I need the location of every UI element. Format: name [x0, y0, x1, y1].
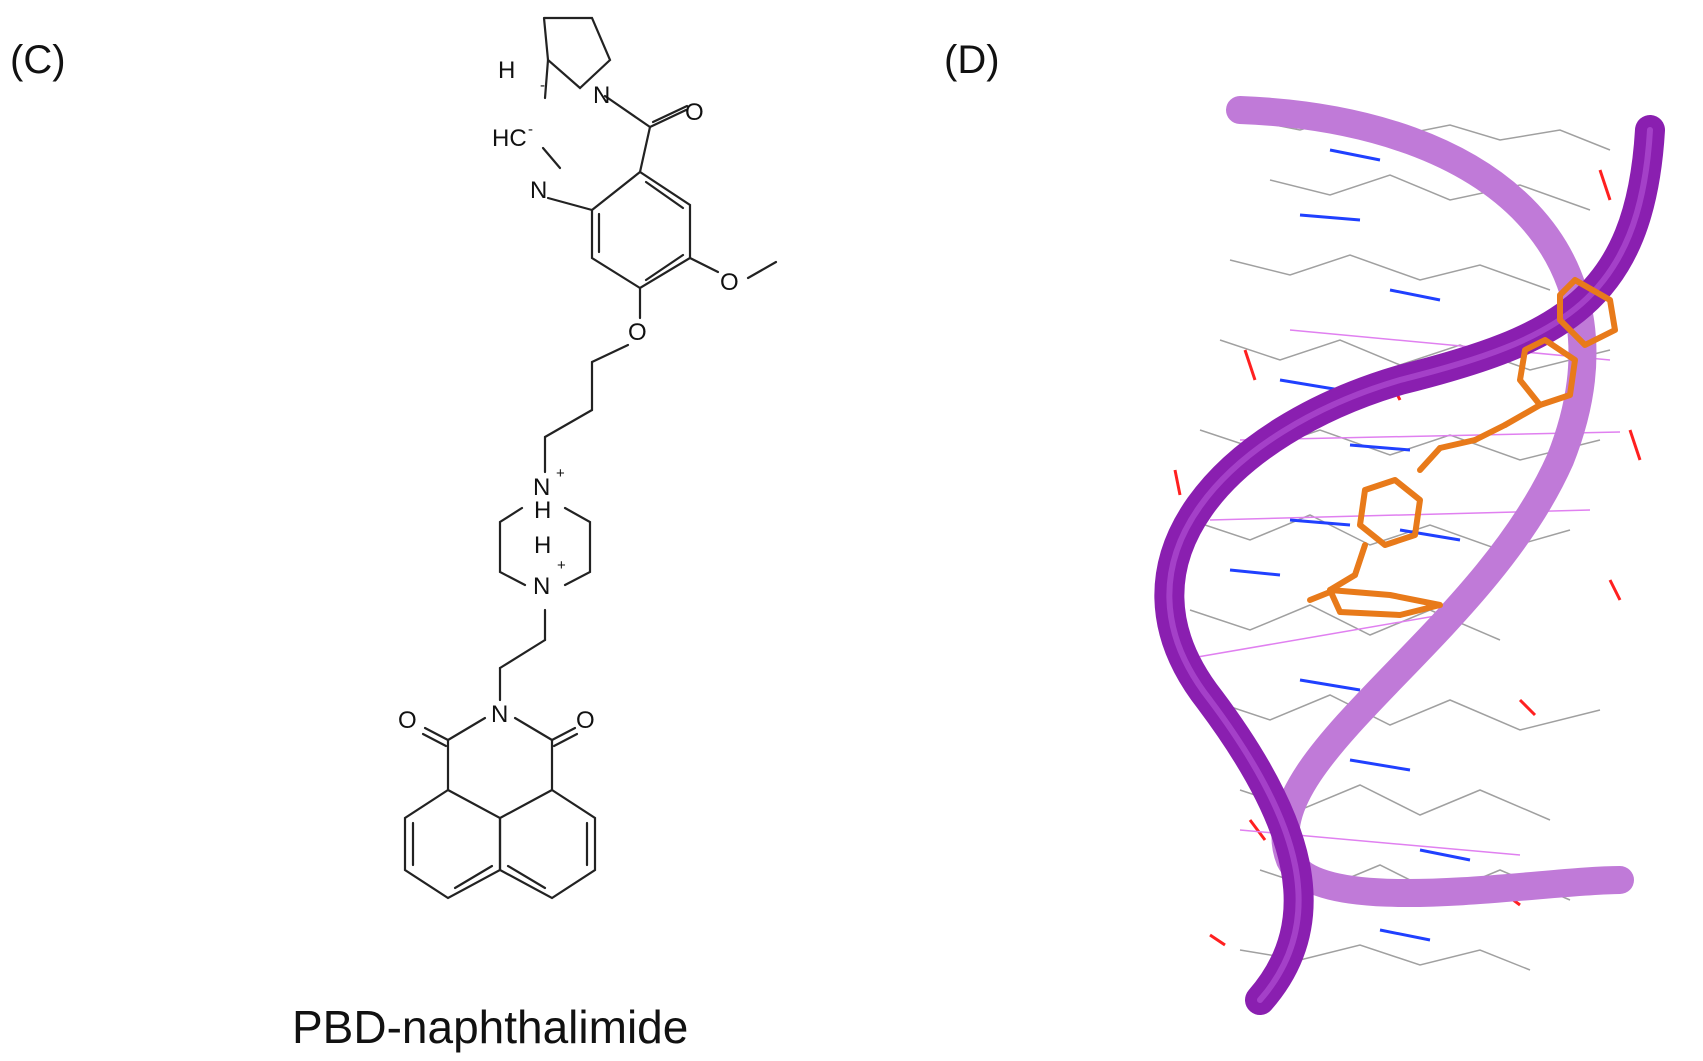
panel-label-c: (C) [10, 38, 66, 82]
atom-h-top: H [498, 57, 515, 84]
naphthalene-system [403, 788, 597, 900]
atom-h-piperazine-2: H [534, 532, 551, 559]
propyl-linker [543, 343, 630, 474]
atom-o-imide-right: O [576, 707, 595, 734]
atom-n-pyrrolidine: N [593, 82, 610, 109]
atom-o-imide-left: O [398, 707, 417, 734]
atom-charge-plus-1: + [556, 465, 565, 482]
atom-charge-minus-top: - [540, 77, 545, 94]
atom-o-ether: O [628, 319, 647, 346]
ethyl-linker [498, 608, 547, 702]
compound-caption: PBD-naphthalimide [292, 1001, 689, 1053]
dna-backbone-strand-front [1154, 115, 1665, 1015]
atom-labels: H - N O HC - N O O N + H H + N N O O [398, 57, 739, 734]
diazepine-ring [541, 58, 689, 212]
atom-n-imide: N [491, 701, 508, 728]
atom-charge-minus-hc: - [528, 121, 533, 138]
benzene-ring-a [590, 170, 778, 320]
atom-hc: HC [492, 125, 527, 152]
pyrrolidine-ring [542, 16, 612, 90]
atom-o-carbonyl: O [685, 99, 704, 126]
panel-label-d: (D) [944, 38, 1000, 82]
atom-n-imine: N [530, 177, 547, 204]
atom-h-piperazine-1: H [534, 497, 551, 524]
nitrogen-bonds [1229, 148, 1471, 942]
piperazine-ring [498, 506, 592, 587]
atom-charge-plus-2: + [557, 557, 566, 574]
atom-n-piperazine-1: N [533, 474, 550, 501]
atom-n-piperazine-2: N [533, 573, 550, 600]
dna-backbone-strand-back [1226, 96, 1634, 908]
imide-ring [421, 716, 579, 792]
atom-o-methoxy: O [720, 269, 739, 296]
ligand-molecule [1307, 277, 1618, 618]
oxygen-bonds [1173, 108, 1642, 947]
